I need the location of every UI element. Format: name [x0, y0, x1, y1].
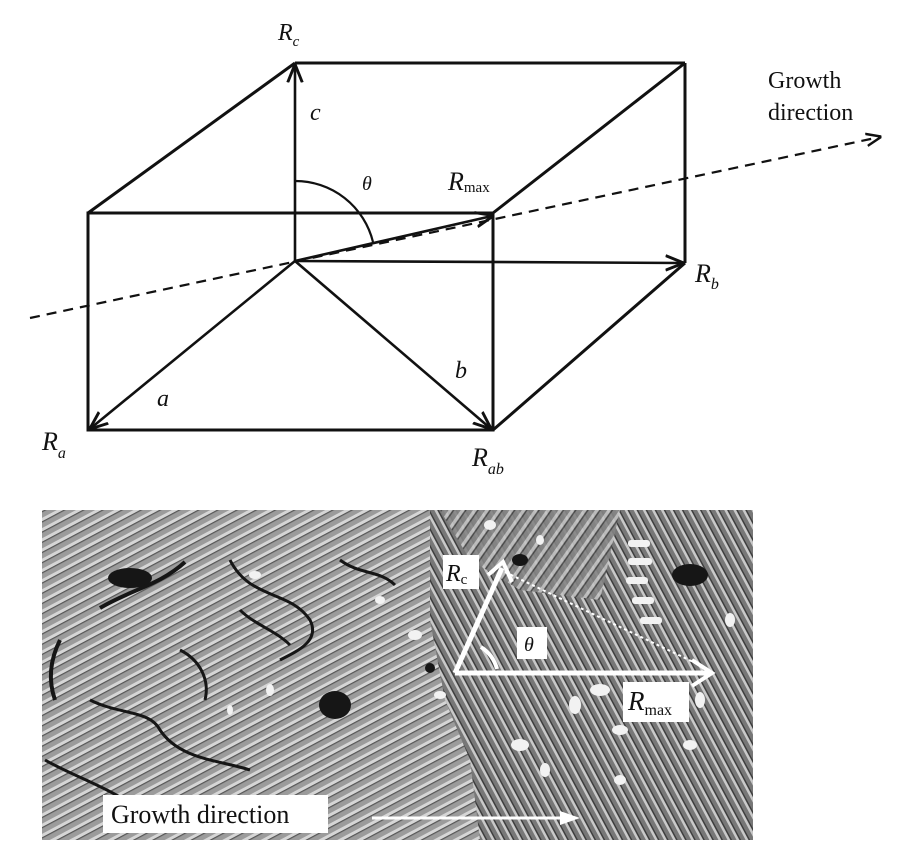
- micrograph-dark-features: [44, 554, 708, 822]
- micrograph-labels: Rc θ Rmax Growth direction: [103, 555, 689, 833]
- micro-label-growth-direction: Growth direction: [111, 800, 289, 829]
- edge-top-left: [87, 61, 296, 215]
- micro-label-rc: Rc: [445, 561, 468, 588]
- label-theta: θ: [362, 173, 372, 195]
- vector-b: [294, 261, 682, 263]
- micrograph-bright-particles: [227, 520, 735, 785]
- micro-label-theta: θ: [524, 634, 534, 656]
- vectors: [29, 66, 880, 428]
- label-rab: Rab: [471, 443, 504, 478]
- label-ra: Ra: [41, 427, 66, 462]
- micro-label-rmax: Rmax: [627, 686, 672, 719]
- edge-right-bottom: [492, 261, 686, 432]
- growth-direction-line: [29, 137, 880, 320]
- label-c: c: [310, 100, 321, 126]
- vector-ab: [294, 260, 490, 428]
- label-rmax: Rmax: [447, 167, 490, 196]
- front-face: [86, 211, 495, 432]
- growth-direction-label-line2: direction: [768, 100, 853, 126]
- vector-a: [91, 259, 296, 428]
- label-b: b: [455, 358, 467, 384]
- micrograph-upper-right-region: [440, 510, 620, 600]
- edge-top-right: [492, 61, 686, 215]
- arrow-rmax-dotted: [504, 571, 711, 671]
- box-diagram: [86, 61, 687, 432]
- theta-arc: [294, 179, 375, 243]
- micro-theta-arc: [479, 645, 499, 670]
- label-rb: Rb: [694, 259, 719, 293]
- arrow-rc: [452, 566, 505, 675]
- diagram-labels: Rc c θ Rmax Growth direction Rb b a Ra R…: [41, 20, 853, 478]
- micrograph: [42, 510, 753, 840]
- vector-rmax: [294, 216, 492, 263]
- label-a: a: [157, 386, 169, 412]
- micrograph-annotation: [372, 558, 716, 825]
- growth-direction-label-line1: Growth: [768, 68, 841, 94]
- label-rc: Rc: [277, 20, 300, 50]
